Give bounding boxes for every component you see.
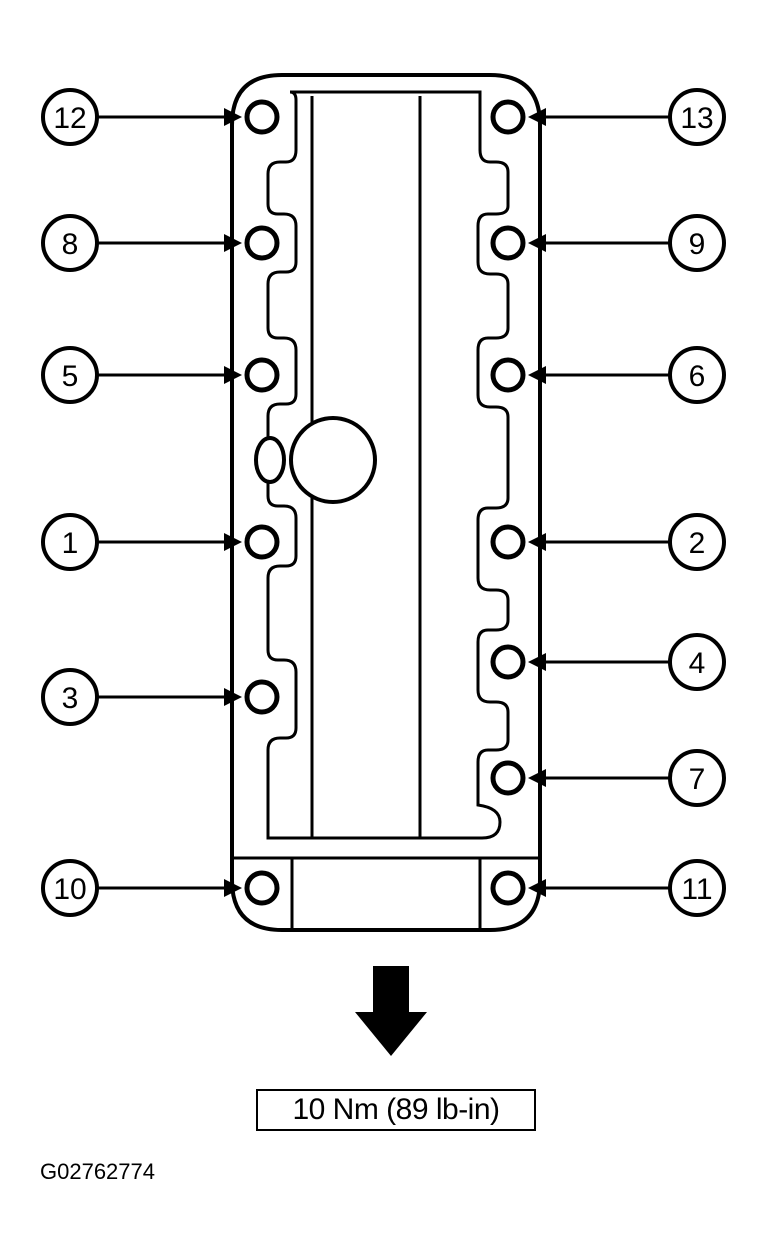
leader-arrow-4 [528, 653, 546, 671]
leader-arrow-8 [224, 234, 242, 252]
bolt-12 [244, 99, 280, 135]
bolt-5 [244, 357, 280, 393]
arrow-shaft [373, 966, 409, 1014]
callout-number-7: 7 [689, 763, 706, 796]
callout-number-4: 4 [689, 647, 706, 680]
bottom-boss-right [478, 856, 540, 930]
leader-arrow-11 [528, 879, 546, 897]
bolt-7 [490, 760, 526, 796]
callout-number-9: 9 [689, 228, 706, 261]
callout-circle-12 [41, 88, 99, 146]
leader-arrow-7 [528, 769, 546, 787]
leader-arrow-12 [224, 108, 242, 126]
callout-circle-3 [41, 668, 99, 726]
callout-number-10: 10 [53, 873, 86, 906]
bolt-10 [244, 870, 280, 906]
callout-number-1: 1 [62, 527, 79, 560]
callout-number-3: 3 [62, 682, 79, 715]
leader-arrow-13 [528, 108, 546, 126]
leader-arrow-5 [224, 366, 242, 384]
callout-circle-13 [668, 88, 726, 146]
callout-number-2: 2 [689, 527, 706, 560]
callout-number-13: 13 [680, 102, 713, 135]
figure-id: G02762774 [40, 1159, 155, 1184]
bolt-11 [490, 870, 526, 906]
bottom-boss-left [232, 856, 294, 930]
arrow-head [355, 1012, 427, 1056]
bolt-3 [244, 679, 280, 715]
outer-gasket-edge [230, 73, 542, 932]
down-arrow-icon [355, 966, 427, 1056]
bolt-4 [490, 644, 526, 680]
callout-circle-8 [41, 214, 99, 272]
callout-circle-10 [41, 859, 99, 917]
callout-circle-7 [668, 749, 726, 807]
callout-number-12: 12 [53, 102, 86, 135]
callout-circle-5 [41, 346, 99, 404]
bolt-6 [490, 357, 526, 393]
callout-number-6: 6 [689, 360, 706, 393]
callout-circle-11 [668, 859, 726, 917]
callout-circle-9 [668, 214, 726, 272]
inner-gasket-edge [266, 90, 510, 840]
callout-circle-1 [41, 513, 99, 571]
oil-filler-tab [254, 436, 286, 484]
bolt-8 [244, 225, 280, 261]
leader-arrow-9 [528, 234, 546, 252]
bolt-9 [490, 225, 526, 261]
callout-circle-2 [668, 513, 726, 571]
bolt-2 [490, 524, 526, 560]
callout-number-5: 5 [62, 360, 79, 393]
leader-arrow-10 [224, 879, 242, 897]
oil-filler-opening [289, 416, 377, 504]
callout-circle-4 [668, 633, 726, 691]
callout-number-8: 8 [62, 228, 79, 261]
callout-circle-6 [668, 346, 726, 404]
torque-spec-label: 10 Nm (89 lb-in) [256, 1089, 536, 1131]
leader-arrow-3 [224, 688, 242, 706]
callout-number-11: 11 [681, 873, 712, 906]
bolt-group [244, 99, 526, 906]
bolt-13 [490, 99, 526, 135]
leader-arrow-2 [528, 533, 546, 551]
bolt-1 [244, 524, 280, 560]
leader-arrow-1 [224, 533, 242, 551]
leader-arrow-6 [528, 366, 546, 384]
cover-outline [230, 73, 542, 932]
